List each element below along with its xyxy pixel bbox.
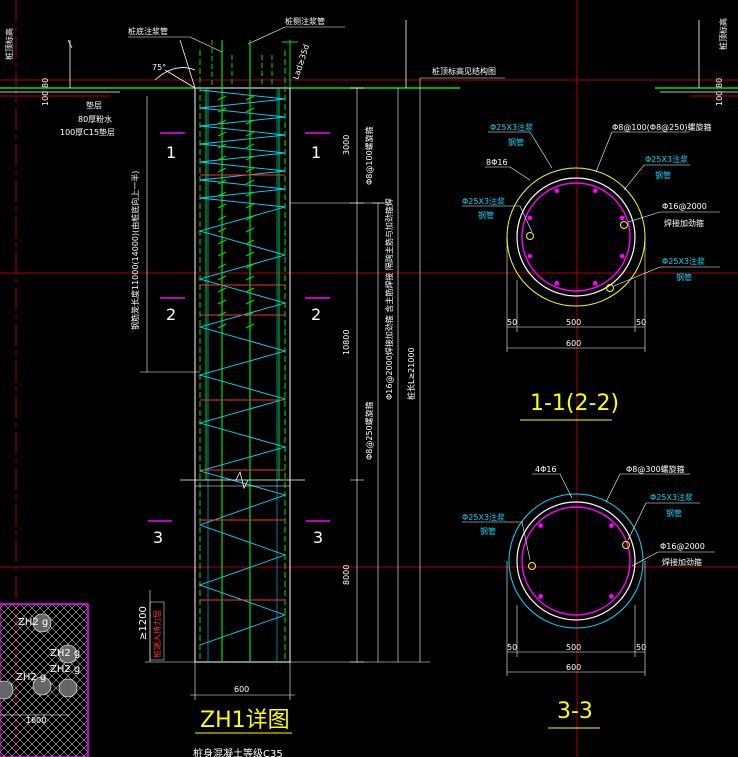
pile-bottom: 600 ZH1详图 桩身混凝土等级C35 [190,662,295,757]
s3-spiral: Φ8@300螺旋箍 [626,464,685,474]
cut-mark-3-left: 3 [153,528,163,547]
label-cap-elevation: 桩顶标高见结构图 [432,66,496,76]
left-note-2: 80厚粉水 [78,114,112,124]
s1-tube-b: Φ25X3注浆 [645,154,688,164]
s3-tube-b2: 钢管 [666,508,682,518]
right-dimensions [290,87,430,663]
vnote-mid-spiral: Φ8@250螺旋箍 [364,401,374,460]
cut-mark-1-right: 1 [311,143,321,162]
s3-tube-a: Φ25X3注浆 [462,512,505,522]
label-side-grout-tube: 桩侧注浆管 [285,16,325,26]
cage-length-note: 钢筋笼长度11000(14000)(由桩底向上一半) [130,171,140,330]
label-bottom-grout-tube: 桩底注浆管 [128,26,168,36]
s1-dim-right: 50 [636,318,646,327]
left-note-1: 垫层 [86,100,102,110]
vnote-main: Φ16@2000焊接加劲箍 含主筋焊接 隔跨主筋与加劲箍焊 [384,198,394,400]
dim-mid-10800: 10800 [342,330,351,355]
section-cut-marks: 1 1 2 2 3 3 [148,132,330,547]
label-anchor-length: Lad≥35d [291,43,311,80]
s1-tube-a2: 钢管 [508,137,524,147]
cut-mark-2-right: 2 [311,305,321,324]
pile-title: ZH1详图 [200,708,290,733]
s3-tube-a2: 钢管 [480,526,496,536]
section-3-3: 50 500 50 600 3-3 4Φ16 Φ8@300螺旋箍 Φ25X3注浆… [462,464,715,729]
cage-length-dimension: 钢筋笼长度11000(14000)(由桩底向上一半) [130,96,200,373]
bearing-note: 桩端入持力层 [152,610,162,658]
s3-dim-left: 50 [507,643,517,652]
hatch-label-2: ZH2 g [50,648,80,659]
s1-dim-left: 50 [507,318,517,327]
hatch-label-4: ZH2 g [50,664,80,675]
s1-spiral: Φ8@100(Φ8@250)螺旋箍 [612,122,712,132]
hatch-label-3: ZH2 g [16,672,46,683]
left-note-3: 100厚C15垫层 [60,127,115,137]
right-dim-texts: 3000 10800 8000 Φ8@100螺旋箍 Φ8@250螺旋箍 Φ16@… [342,126,416,585]
elev-right-80: 80 [715,78,724,88]
s3-dim-right: 50 [636,643,646,652]
elevation-notes: 100 80 桩顶标高 垫层 80厚粉水 100厚C15垫层 75° 80 10… [4,18,728,137]
bearing-dim: ≥1200 [138,606,149,640]
bearing-annotation: ≥1200 桩端入持力层 [138,590,200,663]
s3-title: 3-3 [557,699,593,724]
top-labels: 桩底注浆管 桩侧注浆管 Lad≥35d 桩顶标高见结构图 [128,16,505,88]
s1-main-bars: 8Φ16 [486,158,508,167]
s1-dim-total: 600 [566,339,581,348]
s3-dim-mid: 500 [566,643,581,652]
side-label-left: 桩顶标高 [4,28,14,60]
s3-stiff2: 焊接加劲箍 [662,557,702,567]
section-1-1: 50 500 50 600 1-1(2-2) Φ25X3注浆 钢管 Φ8@100… [462,122,720,421]
vnote-top-spiral: Φ8@100螺旋箍 [364,126,374,185]
s1-stiff: Φ16@2000 [662,202,707,211]
s3-tube-b: Φ25X3注浆 [650,492,693,502]
pile-elevation [180,40,305,663]
cut-mark-2-left: 2 [166,305,176,324]
dim-top-3000: 3000 [342,135,351,155]
hatch-panel: ZH2 g ZH2 g ZH2 g ZH2 g 1800 [0,603,89,757]
s3-main-bars: 4Φ16 [535,465,557,474]
s1-tube-d2: 钢管 [676,272,692,282]
s1-title: 1-1(2-2) [530,391,619,416]
hatch-label-1: ZH2 g [18,617,48,628]
hatch-dim: 1800 [26,716,46,725]
s1-tube-c: Φ25X3注浆 [462,196,505,206]
elev-dim-80: 80 [41,78,50,88]
s3-stiff: Φ16@2000 [660,542,705,551]
angle-label: 75° [152,63,166,72]
elev-right-100: 100 [715,91,724,106]
cut-mark-3-right: 3 [313,528,323,547]
dim-bottom-8000: 8000 [342,565,351,585]
side-label-right: 桩顶标高 [718,18,728,50]
s1-tube-b2: 钢管 [655,170,671,180]
pile-concrete-note: 桩身混凝土等级C35 [193,747,283,757]
cut-mark-1-left: 1 [166,143,176,162]
s1-dim-mid: 500 [566,318,581,327]
elev-dim-100: 100 [41,91,50,106]
s1-stiff2: 焊接加劲箍 [664,218,704,228]
s1-tube-d: Φ25X3注浆 [662,256,705,266]
s1-tube-c2: 钢管 [478,210,494,220]
pile-width-dim: 600 [234,685,249,694]
vnote-total-length: 桩长L≥21000 [406,347,416,400]
s3-dim-total: 600 [566,663,581,672]
s1-tube-a: Φ25X3注浆 [490,122,533,132]
ground-lines [0,20,738,93]
